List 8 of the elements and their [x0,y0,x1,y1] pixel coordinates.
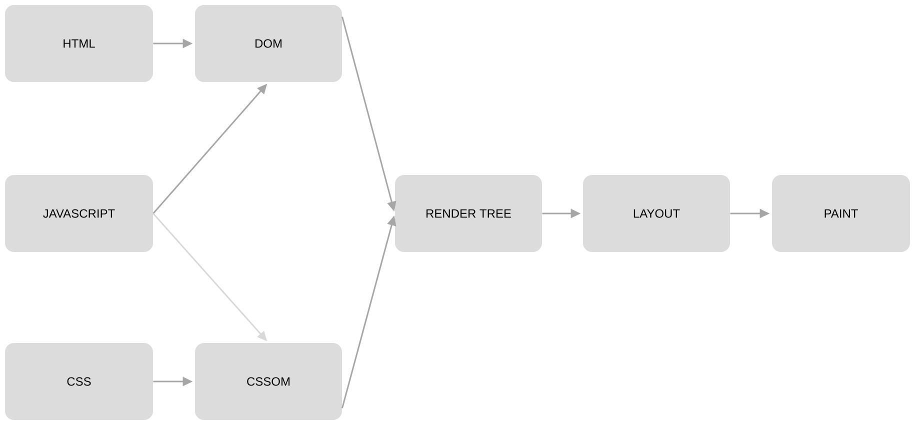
process-box: RENDER TREE [395,175,542,252]
process-box: JAVASCRIPT [5,175,153,252]
process-box: HTML [5,5,153,82]
process-box: CSS [5,343,153,420]
process-box: LAYOUT [583,175,730,252]
process-box: PAINT [772,175,910,252]
process-box: CSSOM [195,343,342,420]
process-box: DOM [195,5,342,82]
